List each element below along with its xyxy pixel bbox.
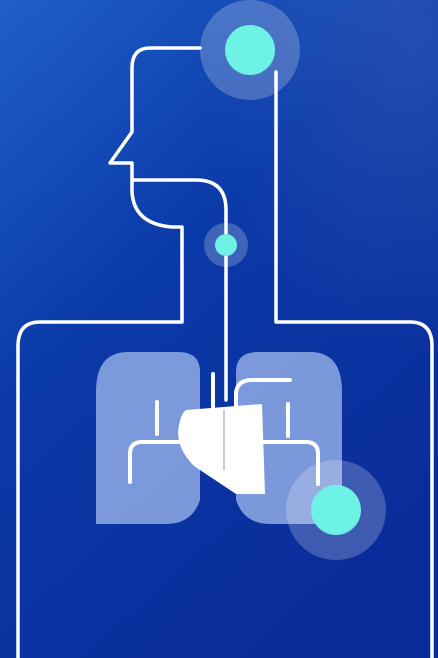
head-marker-icon: [200, 0, 300, 100]
lung-marker-icon: [286, 460, 386, 560]
throat-marker-icon: [204, 223, 248, 267]
